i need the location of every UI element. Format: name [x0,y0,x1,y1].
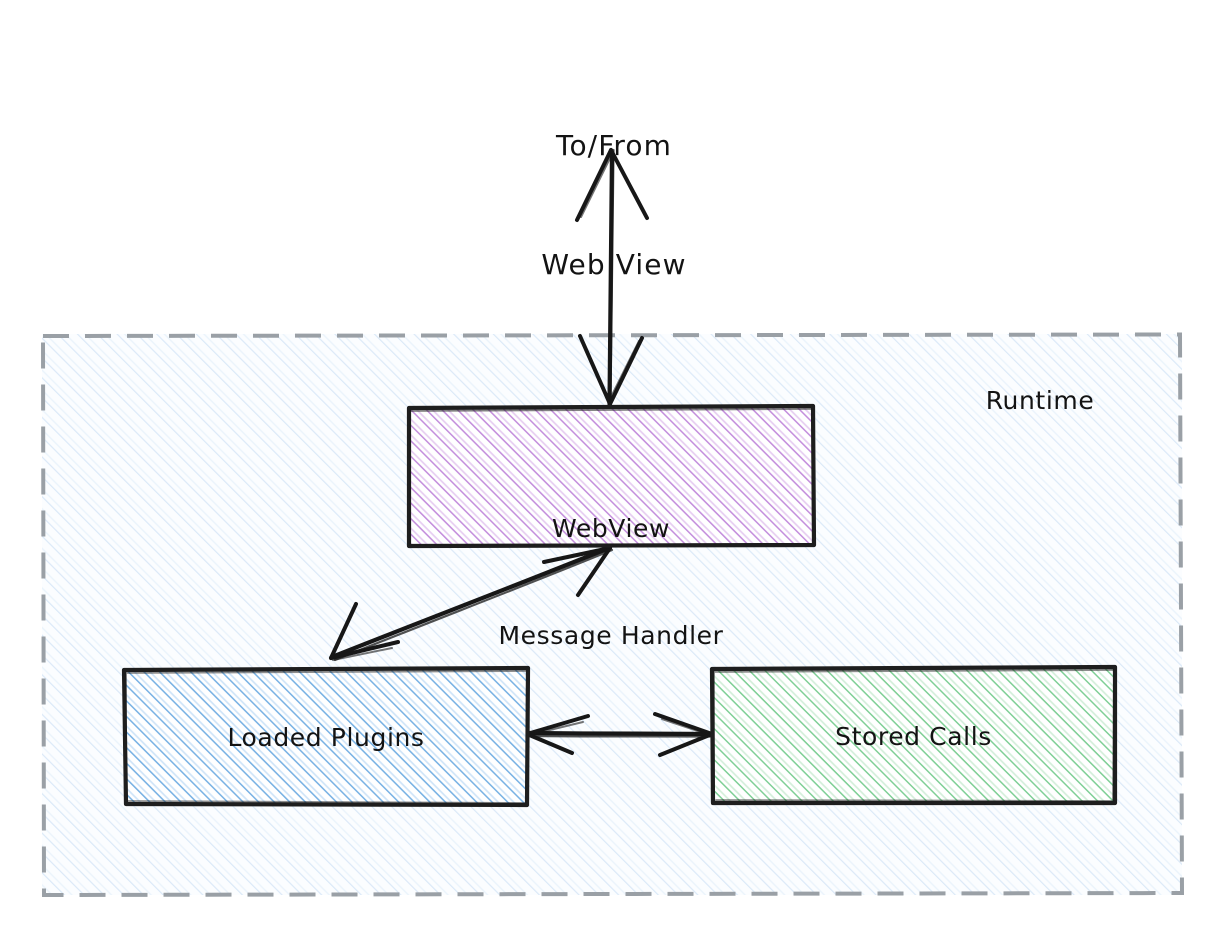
edge-plugins-calls [525,712,714,757]
node-label-loaded-plugins: Loaded Plugins [227,723,425,752]
runtime-container-border [40,332,1185,898]
to-from-webview-annotation: To/From Web View [0,46,1228,364]
edge-handler-plugins [329,545,614,662]
annotation-line-1: To/From [556,128,672,162]
node-label-line-2: Message Handler [498,620,724,650]
node-label-line-1: WebView [551,514,671,543]
node-loaded-plugins[interactable] [121,665,531,808]
node-webview-message-handler[interactable] [406,403,817,549]
edge-webview-external [575,148,649,407]
node-label-webview-message-handler: WebView Message Handler [408,440,814,724]
annotation-line-2: Web View [541,247,687,281]
runtime-container-label: Runtime [985,386,1095,415]
node-label-stored-calls: Stored Calls [835,722,992,751]
node-stored-calls[interactable] [709,664,1118,806]
